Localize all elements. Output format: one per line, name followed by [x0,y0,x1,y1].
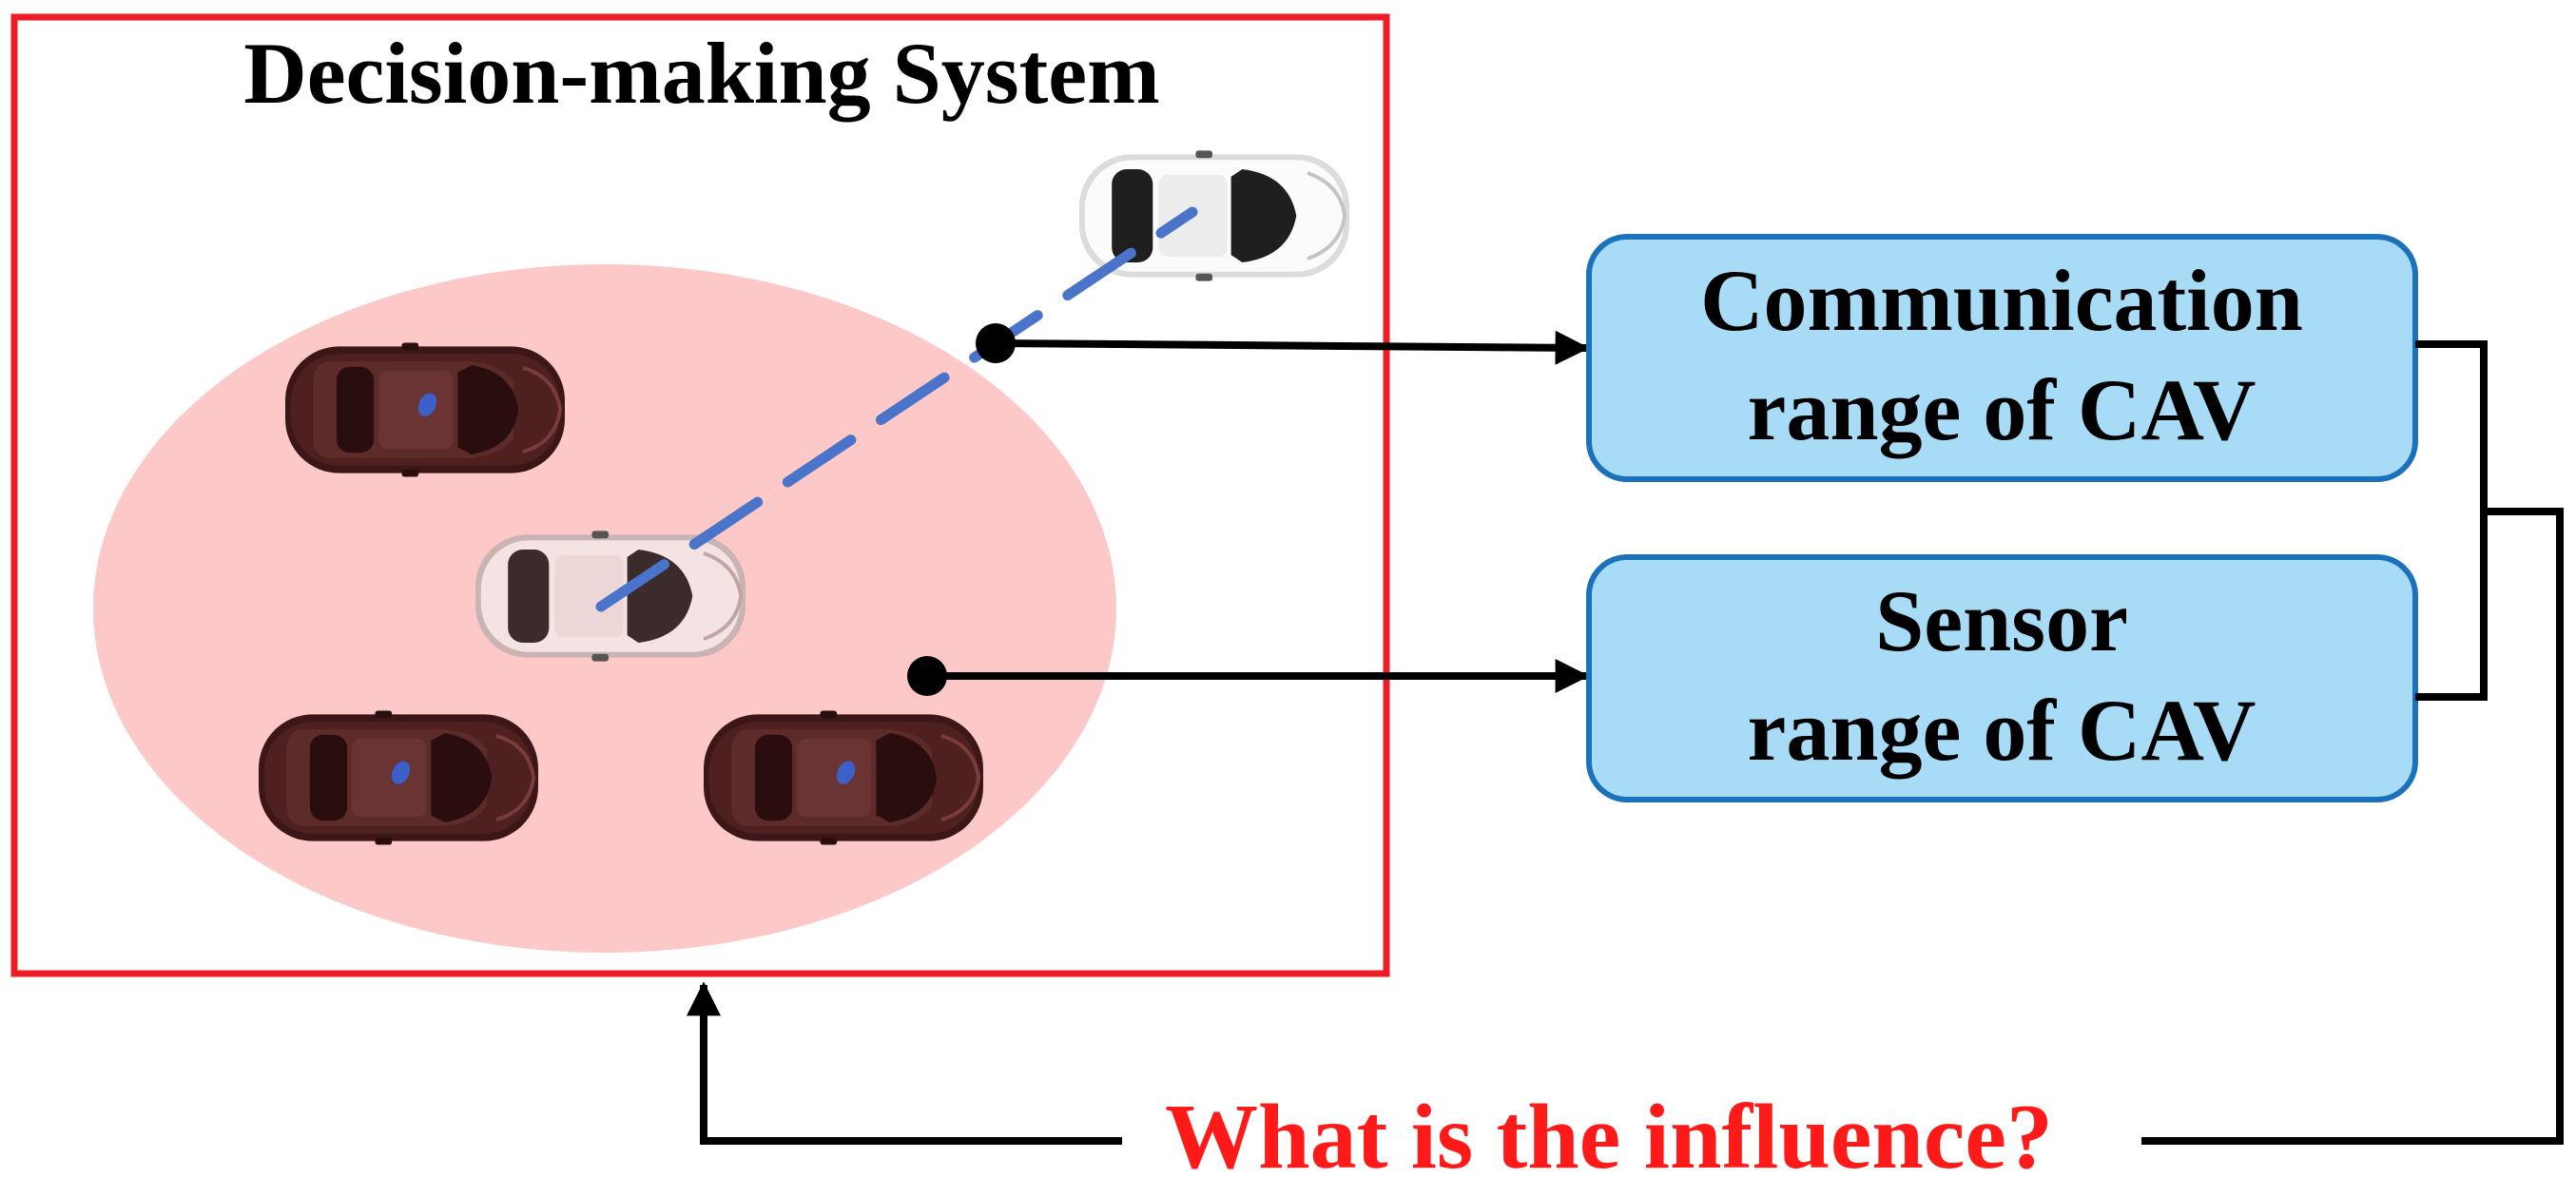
dark-car-icon [257,708,540,847]
communication-arrow [995,330,1590,365]
decision-system-title: Decision-making System [243,25,1159,122]
communication-link-line [595,206,1198,612]
sensor-box-line1: Sensor [1875,572,2128,669]
feedback-arrow [687,981,1122,1145]
influence-question: What is the influence? [1165,1086,2053,1178]
communication-range-box [1586,234,2418,482]
dark-car-icon [702,708,985,847]
feedback-line-right [2141,508,2564,1145]
communication-box-line2: range of CAV [1748,361,2256,458]
combine-bracket [2415,340,2488,701]
sensor-range-box [1586,554,2418,802]
dark-car-icon [283,340,567,479]
communication-box-line1: Communication [1700,252,2303,349]
sensor-box-line2: range of CAV [1748,682,2256,779]
